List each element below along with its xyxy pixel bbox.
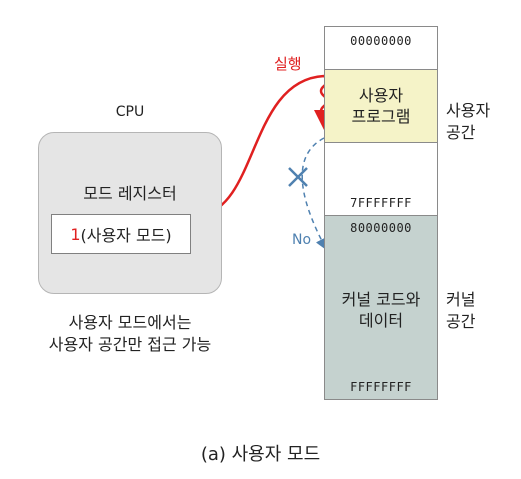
user-program-line2: 프로그램: [351, 107, 411, 126]
cpu-note: 사용자 모드에서는 사용자 공간만 접근 가능: [10, 312, 250, 356]
mode-register-mode: (사용자 모드): [80, 226, 172, 245]
address-kernel-start: 80000000: [350, 221, 412, 235]
denied-label: No: [292, 232, 312, 248]
address-start: 00000000: [350, 34, 412, 48]
user-program-line1: 사용자: [358, 86, 404, 105]
user-program-label: 사용자 프로그램: [324, 85, 438, 127]
memory-top-segment: [324, 26, 438, 70]
address-user-end: 7FFFFFFF: [350, 196, 412, 210]
kernel-code-line2: 데이터: [358, 311, 404, 330]
mode-register: 1(사용자 모드): [51, 214, 191, 254]
figure-caption: (a) 사용자 모드: [200, 444, 321, 465]
user-space-label: 사용자 공간: [446, 100, 506, 144]
cpu-note-line1: 사용자 모드에서는: [68, 313, 192, 332]
kernel-space-line1: 커널: [446, 290, 476, 309]
denied-cross-icon: [288, 167, 308, 187]
mode-register-value: 1: [70, 224, 81, 244]
cpu-note-line2: 사용자 공간만 접근 가능: [48, 335, 212, 354]
denied-arrow: [301, 137, 327, 251]
kernel-space-line2: 공간: [446, 312, 476, 331]
user-free-segment: [324, 142, 438, 216]
cpu-title: CPU: [115, 104, 145, 120]
kernel-segment: [324, 215, 438, 400]
kernel-space-label: 커널 공간: [446, 289, 506, 333]
address-end: FFFFFFFF: [350, 380, 412, 394]
kernel-code-label: 커널 코드와 데이터: [324, 289, 438, 331]
kernel-code-line1: 커널 코드와: [341, 290, 421, 309]
user-space-line1: 사용자: [446, 101, 491, 120]
user-space-line2: 공간: [446, 123, 476, 142]
mode-register-title: 모드 레지스터: [83, 184, 177, 203]
user-program-segment: [324, 69, 438, 143]
cpu-box: [38, 132, 222, 294]
exec-label: 실행: [274, 55, 302, 73]
